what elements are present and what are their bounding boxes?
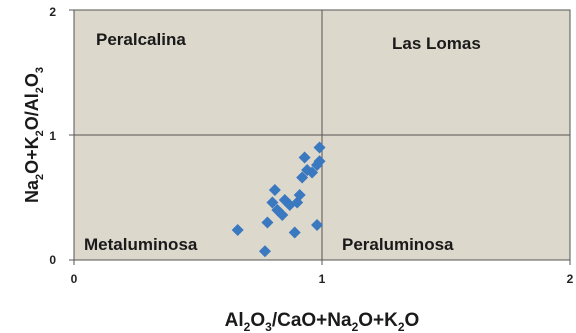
x-axis-title: Al2​O3​/CaO+Na2​O+K2​O: [225, 310, 420, 333]
data-point: [311, 219, 324, 231]
x-tick-1: 1: [319, 272, 326, 286]
data-point: [261, 216, 274, 229]
data-point: [313, 141, 326, 154]
y-axis-title: Na2​O+K2​O/Al2​O3​: [22, 67, 46, 203]
x-tick-0: 0: [71, 272, 78, 286]
data-point: [276, 209, 289, 221]
data-point: [306, 166, 319, 179]
data-point: [296, 171, 309, 184]
region-label-top-left: Peralcalina: [96, 30, 186, 49]
data-point: [298, 151, 311, 164]
data-point: [288, 226, 301, 239]
y-tick-2: 2: [49, 5, 56, 19]
region-dividers: [69, 9, 571, 265]
data-point: [313, 155, 326, 168]
data-point: [266, 196, 279, 209]
data-point: [268, 184, 281, 196]
region-label-bottom-right: Peraluminosa: [342, 235, 454, 254]
region-label-bottom-left: Metaluminosa: [84, 235, 198, 254]
y-tick-1: 1: [49, 129, 56, 143]
data-point: [293, 189, 306, 201]
region-label-top-right: Las Lomas: [392, 34, 481, 53]
x-tick-2: 2: [567, 272, 574, 286]
y-tick-0: 0: [49, 253, 56, 267]
data-point: [258, 245, 271, 258]
data-point: [231, 224, 244, 236]
data-points: [231, 141, 326, 258]
